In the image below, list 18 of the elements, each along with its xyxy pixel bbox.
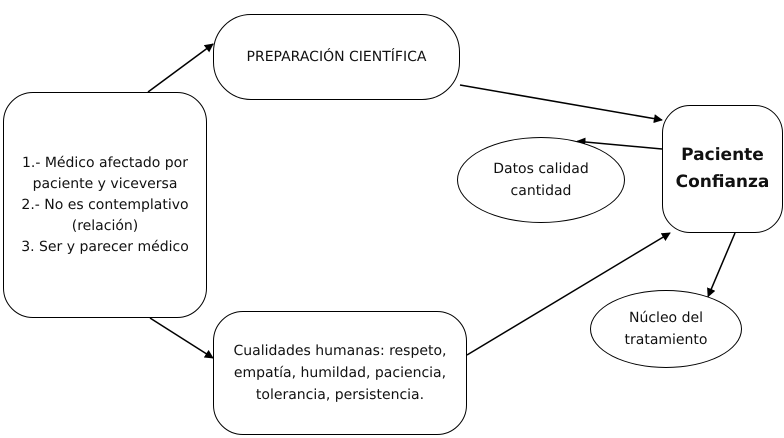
- node-text: Núcleo del tratamiento: [624, 309, 708, 350]
- node-text: Datos calidad cantidad: [492, 160, 590, 201]
- node-text: PREPARACIÓN CIENTÍFICA: [246, 47, 426, 67]
- rounded-box: [213, 311, 467, 435]
- arrow: [576, 137, 662, 150]
- arrow: [148, 43, 214, 93]
- arrow: [460, 84, 663, 124]
- rounded-box: [213, 14, 460, 100]
- node-text: Paciente Confianza: [674, 144, 770, 194]
- node-text: 2.- No es contemplativo (relación): [20, 196, 190, 236]
- node-text: 3. Ser y parecer médico: [21, 238, 189, 256]
- rounded-box: [662, 105, 783, 233]
- arrow: [707, 232, 736, 298]
- node-text: 1.- Médico afectado por paciente y viceversa: [20, 154, 190, 194]
- arrow: [466, 232, 671, 356]
- node-text: Cualidades humanas: respeto, empatía, humildad, paciencia, tolerancia, persistencia.: [232, 342, 448, 405]
- rounded-box: [3, 92, 207, 318]
- arrow: [150, 317, 214, 359]
